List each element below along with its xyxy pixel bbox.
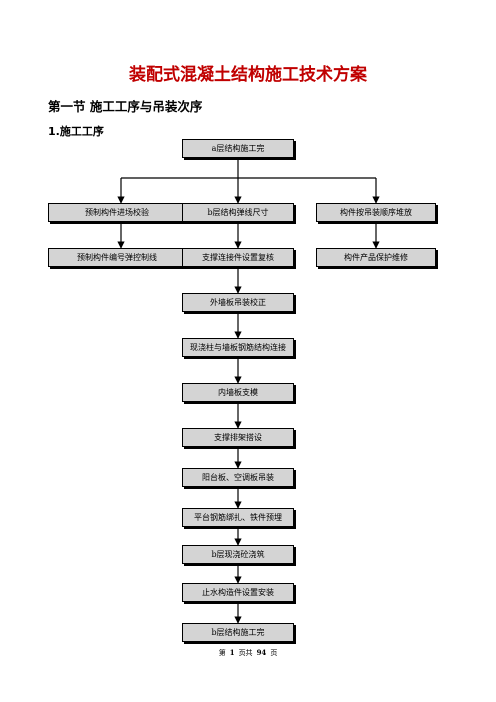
flow-node-center-9: b层现浇砼浇筑 xyxy=(182,545,294,564)
flow-node-center-5: 内墙板支模 xyxy=(182,383,294,402)
flow-node-center-2: 支撑连接件设置复核 xyxy=(182,248,294,267)
flow-node-center-4: 现浇柱与墙板钢筋结构连接 xyxy=(182,338,294,357)
flow-node-center-1: b层结构弹线尺寸 xyxy=(182,203,294,222)
section-heading: 第一节 施工工序与吊装次序 xyxy=(48,99,203,114)
flow-node-right-2: 构件产品保护维修 xyxy=(316,248,436,267)
flow-node-center-6: 支撑排架搭设 xyxy=(182,428,294,447)
footer-total-pages: 94 xyxy=(256,648,267,657)
subheading: 1.施工工序 xyxy=(48,125,104,138)
footer-suffix: 页 xyxy=(270,649,278,657)
flow-node-start: a层结构施工完 xyxy=(182,139,294,158)
flow-node-left-1: 预制构件进场校验 xyxy=(48,203,186,222)
footer-page-number: 1 xyxy=(229,648,235,657)
document-title: 装配式混凝土结构施工技术方案 xyxy=(129,65,367,85)
flow-node-end: b层结构施工完 xyxy=(182,623,294,642)
flow-node-left-2: 预制构件编号弹控制线 xyxy=(48,248,186,267)
flow-node-center-8: 平台钢筋绑扎、铁件预埋 xyxy=(182,508,294,527)
flow-node-center-10: 止水构造件设置安装 xyxy=(182,583,294,602)
flow-node-center-3: 外墙板吊装校正 xyxy=(182,293,294,312)
footer-middle: 页共 xyxy=(238,649,253,657)
flow-node-right-1: 构件按吊装顺序堆放 xyxy=(316,203,436,222)
flow-node-center-7: 阳台板、空调板吊装 xyxy=(182,468,294,487)
footer-prefix: 第 xyxy=(218,649,226,657)
